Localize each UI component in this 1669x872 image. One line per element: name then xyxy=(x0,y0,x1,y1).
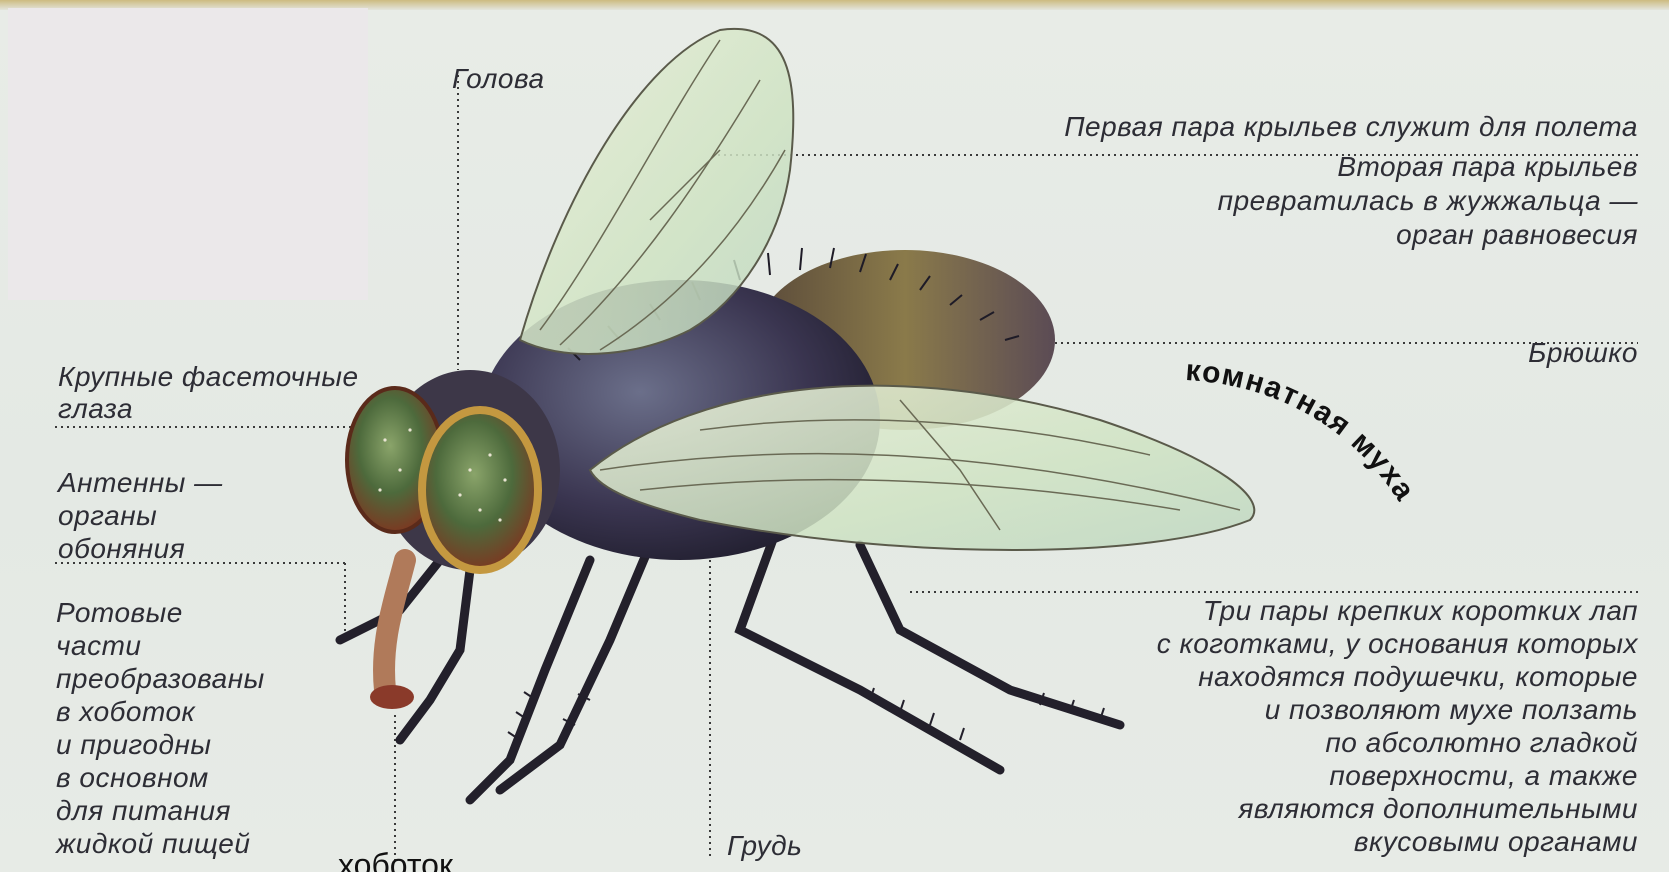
label-antennae-3: обоняния xyxy=(58,532,185,566)
label-legs-6: поверхности, а также xyxy=(1329,759,1638,793)
label-wings-first: Первая пара крыльев служит для полета xyxy=(1064,110,1638,144)
label-antennae-1: Антенны — xyxy=(58,466,223,500)
label-eyes-2: глаза xyxy=(58,392,133,426)
label-wings-second-1: Вторая пара крыльев xyxy=(1337,150,1638,184)
label-legs-2: с коготками, у основания которых xyxy=(1157,627,1638,661)
label-mouth-7: для питания xyxy=(56,794,231,828)
proboscis-tip xyxy=(370,685,414,709)
label-thorax: Грудь xyxy=(727,829,802,863)
label-legs-4: и позволяют мухе ползать xyxy=(1265,693,1638,727)
label-antennae-2: органы xyxy=(58,499,157,533)
label-eyes-1: Крупные фасеточные xyxy=(58,360,359,394)
label-mouth-2: части xyxy=(56,629,141,663)
label-mouth-1: Ротовые xyxy=(56,596,183,630)
label-mouth-4: в хоботок xyxy=(56,695,195,729)
label-legs-1: Три пары крепких коротких лап xyxy=(1203,594,1638,628)
label-legs-8: вкусовыми органами xyxy=(1354,825,1638,859)
label-mouth-5: и пригодны xyxy=(56,728,211,762)
label-mouth-8: жидкой пищей xyxy=(56,827,250,861)
label-mouth-3: преобразованы xyxy=(56,662,265,696)
label-legs-3: находятся подушечки, которые xyxy=(1198,660,1638,694)
label-abdomen: Брюшко xyxy=(1528,336,1638,370)
label-wings-second-2: превратилась в жужжальца — xyxy=(1218,184,1638,218)
label-head: Голова xyxy=(452,62,545,96)
label-wings-second-3: орган равновесия xyxy=(1396,218,1638,252)
label-legs-5: по абсолютно гладкой xyxy=(1325,726,1638,760)
overlay-text-proboscis: хоботок xyxy=(338,843,453,872)
label-mouth-6: в основном xyxy=(56,761,209,795)
fly-eye-right xyxy=(422,410,538,570)
fly-proboscis xyxy=(384,560,405,690)
label-legs-7: являются дополнительными xyxy=(1238,792,1638,826)
